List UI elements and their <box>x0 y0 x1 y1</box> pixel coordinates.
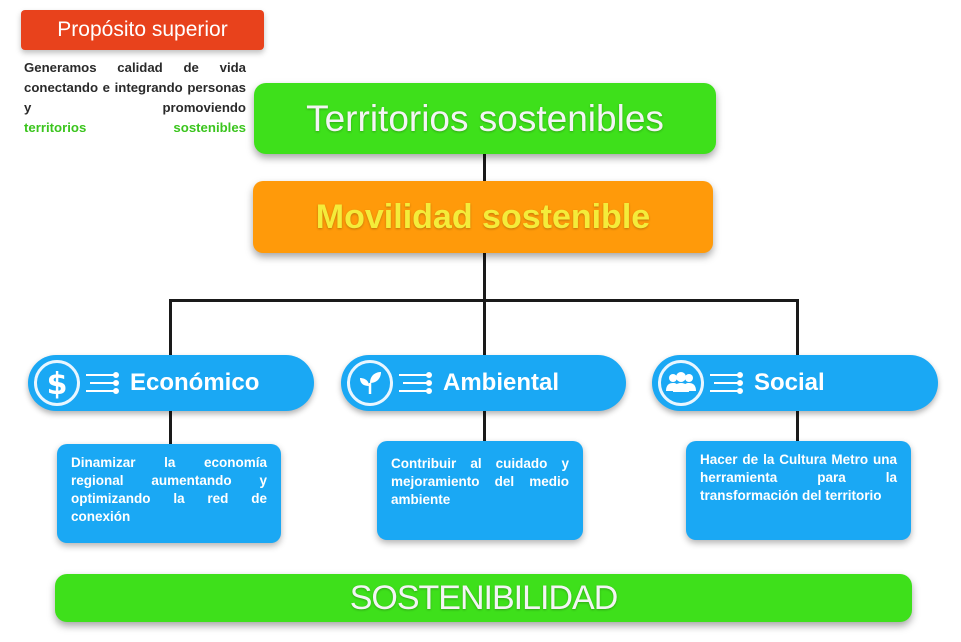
connector-card-social <box>796 410 799 443</box>
purpose-text: Generamos calidad de vida conectando e i… <box>24 58 246 138</box>
card-social: Hacer de la Cultura Metro una herramient… <box>686 441 911 540</box>
pillar-label: Económico <box>130 369 260 396</box>
connector-mobility-trunk <box>483 253 486 301</box>
card-text: Contribuir al cuidado y mejoramiento del… <box>391 456 569 507</box>
pillar-label: Social <box>754 369 825 396</box>
people-icon <box>658 360 704 406</box>
card-economico: Dinamizar la economía regional aumentand… <box>57 444 281 543</box>
speed-lines-icon <box>710 372 743 394</box>
pillar-social: Social <box>652 355 938 411</box>
dollar-icon: $ <box>34 360 80 406</box>
pillar-ambiental: Ambiental <box>341 355 626 411</box>
speed-lines-icon <box>399 372 432 394</box>
card-ambiental: Contribuir al cuidado y mejoramiento del… <box>377 441 583 540</box>
connector-card-economico <box>169 410 172 446</box>
footer-bar: SOSTENIBILIDAD <box>55 574 912 622</box>
svg-text:$: $ <box>47 367 68 399</box>
purpose-highlight: territorios sostenibles <box>24 120 246 135</box>
purpose-tag: Propósito superior <box>21 10 264 50</box>
connector-title-mobility <box>483 154 486 182</box>
card-text: Dinamizar la economía regional aumentand… <box>71 455 267 524</box>
pillar-economico: $ Económico <box>28 355 314 411</box>
title-bar: Territorios sostenibles <box>254 83 716 154</box>
card-text: Hacer de la Cultura Metro una herramient… <box>700 452 897 503</box>
speed-lines-icon <box>86 372 119 394</box>
connector-card-ambiental <box>483 410 486 443</box>
purpose-description: Generamos calidad de vida conectando e i… <box>24 60 246 115</box>
connector-social <box>796 299 799 357</box>
connector-economico <box>169 299 172 357</box>
leaf-icon <box>347 360 393 406</box>
mobility-bar: Movilidad sostenible <box>253 181 713 253</box>
connector-ambiental <box>483 299 486 357</box>
pillar-label: Ambiental <box>443 369 560 396</box>
